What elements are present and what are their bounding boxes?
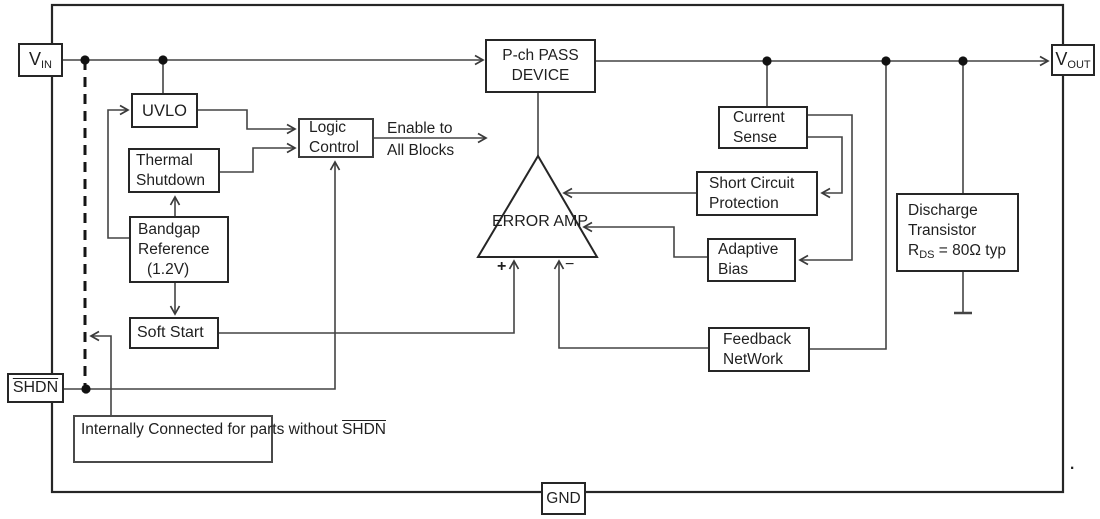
- block-logic-control: Logic Control: [298, 118, 374, 158]
- block-soft-start: Soft Start: [129, 317, 219, 349]
- block-discharge-transistor: Discharge Transistor RDS = 80Ω typ: [896, 193, 1019, 272]
- shdn-to-logic-line: [64, 160, 341, 390]
- error-amp-minus-sign: −: [565, 256, 575, 273]
- pin-vout: VOUT: [1051, 44, 1095, 76]
- thermal-to-logic-line: [220, 142, 297, 173]
- vout-to-feedback-line: [810, 61, 887, 350]
- pin-gnd: GND: [541, 482, 586, 515]
- error-amp-label: ERROR AMP: [491, 213, 588, 230]
- block-uvlo: UVLO: [131, 93, 198, 128]
- junction-dot: [881, 56, 891, 66]
- currentsense-to-adaptivebias-line: [798, 114, 853, 266]
- junction-dot: [762, 56, 772, 66]
- uvlo-to-logic-line: [198, 109, 297, 135]
- pin-vin-label: VIN: [28, 49, 52, 71]
- stray-dot: .: [1070, 456, 1075, 473]
- junction-dot: [158, 55, 168, 65]
- pin-shdn: SHDN: [7, 373, 64, 403]
- error-amp-plus-sign: +: [497, 258, 507, 275]
- bandgap-to-uvlo-line: [107, 104, 130, 239]
- block-current-sense: Current Sense: [718, 106, 808, 149]
- block-bandgap-reference: Bandgap Reference (1.2V): [129, 216, 229, 283]
- junction-dot: [81, 384, 91, 394]
- note-pointer-line: [89, 330, 112, 415]
- error-amp-triangle: [476, 154, 599, 258]
- junction-dot: [80, 55, 90, 65]
- block-adaptive-bias: Adaptive Bias: [707, 238, 796, 282]
- softstart-to-amp-line: [219, 259, 520, 334]
- pin-vin: VIN: [18, 43, 63, 77]
- junction-dot: [958, 56, 968, 66]
- block-uvlo-label: UVLO: [142, 101, 187, 120]
- block-thermal-shutdown: Thermal Shutdown: [128, 148, 220, 193]
- block-soft-start-label: Soft Start: [137, 324, 204, 341]
- currentsense-to-scp-line: [808, 136, 843, 199]
- pin-shdn-label: SHDN: [12, 379, 59, 396]
- internally-connected-note: Internally Connected for parts without S…: [73, 415, 386, 463]
- pin-vout-label: VOUT: [1055, 49, 1091, 71]
- feedback-to-amp-line: [553, 259, 708, 349]
- block-short-circuit-protection: Short Circuit Protection: [696, 171, 818, 216]
- enable-text-line1: Enable to: [387, 120, 453, 137]
- adaptivebias-to-amp-line: [582, 221, 707, 258]
- block-pass-device: P-ch PASS DEVICE: [485, 39, 596, 93]
- block-feedback-network: Feedback NetWork: [708, 327, 810, 372]
- enable-text-line2: All Blocks: [387, 142, 455, 159]
- pin-gnd-label: GND: [546, 489, 581, 507]
- rds-value: RDS = 80Ω typ: [908, 241, 1006, 261]
